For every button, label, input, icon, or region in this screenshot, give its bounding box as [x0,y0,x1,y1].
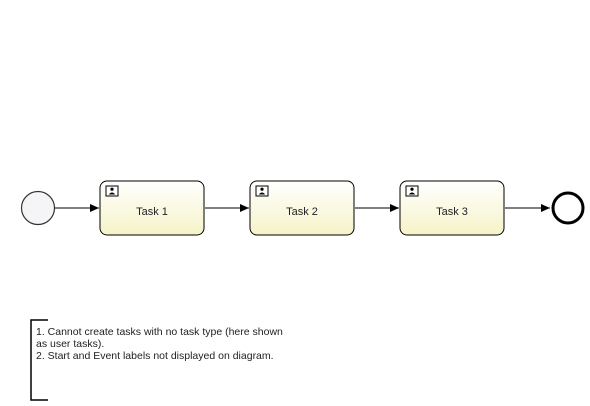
annotation-line-2: as user tasks). [36,338,105,350]
annotation-line-1: 1. Cannot create tasks with no task type… [36,326,283,338]
text-annotation[interactable]: 1. Cannot create tasks with no task type… [36,326,306,362]
task-2-label: Task 2 [286,206,318,218]
annotation-line-3: 2. Start and Event labels not displayed … [36,350,274,362]
user-task-icon [405,185,419,197]
task-2[interactable]: Task 2 [249,180,355,236]
user-task-icon [255,185,269,197]
task-1-label: Task 1 [136,206,168,218]
task-1[interactable]: Task 1 [99,180,205,236]
annotation-bracket[interactable] [30,319,48,401]
start-event[interactable] [20,190,56,226]
end-event[interactable] [551,191,585,225]
task-3[interactable]: Task 3 [399,180,505,236]
task-3-label: Task 3 [436,206,468,218]
user-task-icon [105,185,119,197]
